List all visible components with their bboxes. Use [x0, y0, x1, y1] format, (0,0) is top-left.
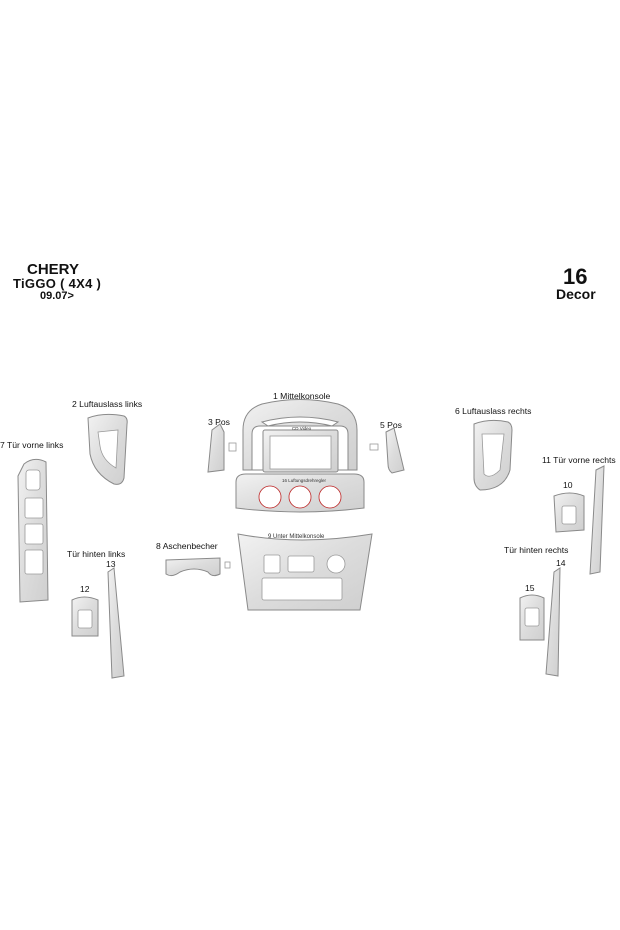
label-part-1: 1 Mittelkonsole: [273, 391, 331, 401]
car-model: TiGGO ( 4X4 ): [13, 276, 102, 291]
label-part-16: 16 Luftungsdrehregler: [282, 478, 327, 483]
part-12: [71, 596, 99, 637]
piece-count: 16: [563, 264, 588, 289]
label-part-7: 7 Tür vorne links: [0, 440, 64, 450]
car-make: CHERY: [27, 261, 79, 278]
label-part-2: 2 Luftauslass links: [72, 399, 143, 409]
label-part-11: 11 Tür vorne rechts: [542, 455, 616, 465]
part-1-center-console: [235, 399, 365, 513]
part-11-door-front-right: [589, 465, 605, 575]
label-part-3: 3 Pos: [208, 417, 230, 427]
label-rear-right: Tür hinten rechts: [504, 545, 569, 555]
part-16-vent-rings: [258, 485, 342, 509]
label-part-8: 8 Aschenbecher: [156, 541, 218, 551]
label-part-13: 13: [106, 559, 116, 569]
kit-type: Decor: [556, 286, 596, 302]
label-part-15: 15: [525, 583, 535, 593]
part-3-small: [228, 442, 237, 452]
label-part-5: 5 Pos: [380, 420, 402, 430]
label-part-14: 14: [556, 558, 566, 568]
part-13-door-rear-left: [107, 567, 125, 679]
part-5-small: [369, 443, 379, 451]
part-7-door-front-left: [17, 458, 49, 603]
part-15: [519, 594, 545, 641]
part-10: [553, 492, 585, 533]
label-part-12: 12: [80, 584, 90, 594]
label-part-10: 10: [563, 480, 573, 490]
part-8-small: [224, 561, 231, 569]
part-6-vent-right: [473, 419, 513, 491]
part-14-door-rear-right: [545, 567, 561, 677]
label-part-6: 6 Luftauslass rechts: [455, 406, 532, 416]
car-date: 09.07>: [40, 290, 74, 302]
part-2-vent-left: [87, 413, 128, 485]
part-3-pos: [207, 423, 225, 473]
label-cd-video: CD Video: [292, 426, 312, 431]
part-8-ashtray: [165, 557, 221, 577]
part-9-lower-console: [237, 533, 373, 611]
part-5-pos: [385, 427, 405, 474]
label-rear-left: Tür hinten links: [67, 549, 126, 559]
label-part-9: 9 Unter Mittelkonsole: [268, 534, 325, 540]
